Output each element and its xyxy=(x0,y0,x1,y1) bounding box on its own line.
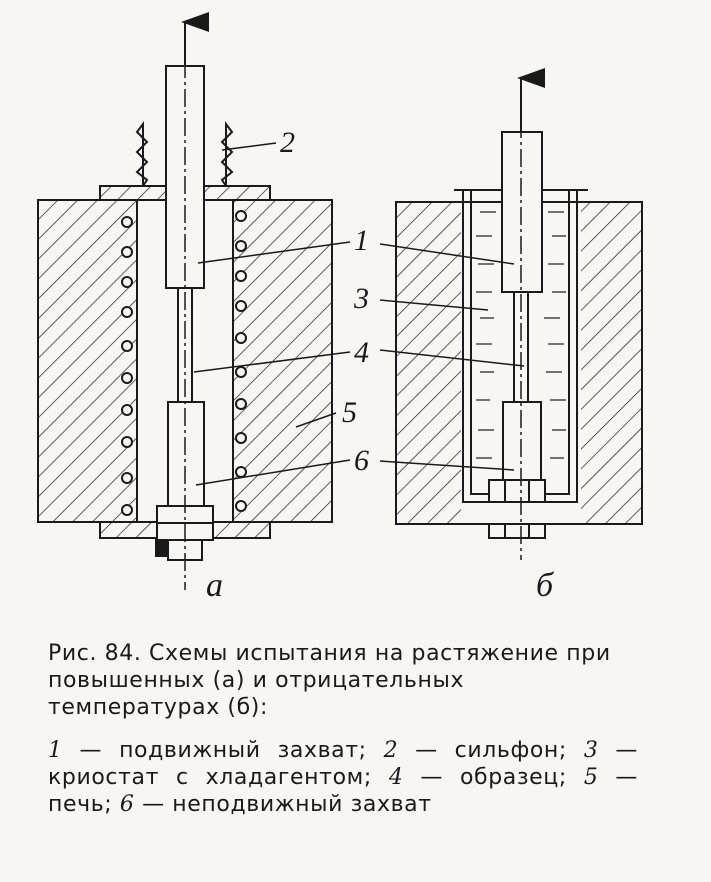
fixed-grip-6 xyxy=(167,401,205,507)
callout-6: 6 xyxy=(354,444,369,477)
callout-4: 4 xyxy=(354,336,369,369)
callout-2: 2 xyxy=(280,126,295,159)
legend-num: 6 xyxy=(119,792,135,817)
figure-caption: Рис. 84. Схемы испытания на растяже­ние … xyxy=(48,640,638,818)
sublabel-b: б xyxy=(536,567,555,604)
callout-3: 3 xyxy=(353,282,369,315)
legend-num: 5 xyxy=(583,765,599,790)
movable-grip-1-b xyxy=(501,131,543,293)
bellows-2 xyxy=(135,121,234,187)
legend-text: криостат с хладагентом; xyxy=(48,765,372,790)
callout-5: 5 xyxy=(342,396,357,429)
scheme-b xyxy=(379,68,643,560)
legend-text: сильфон; xyxy=(454,738,567,763)
legend-text: обра­зец; xyxy=(459,765,567,790)
legend-num: 1 xyxy=(48,738,63,763)
coolant xyxy=(476,211,566,459)
legend-text: подвижный захват; xyxy=(119,738,367,763)
tensile-test-diagram: 2 1 3 4 5 6 а б xyxy=(37,12,643,604)
legend-text: неподвижный за­хват xyxy=(172,792,432,817)
heating-coil xyxy=(121,210,247,516)
scheme-a xyxy=(37,12,351,590)
sublabel-a: а xyxy=(206,567,223,604)
caption-title: Рис. 84. Схемы испытания на растяже­ние … xyxy=(48,641,611,720)
legend-num: 3 xyxy=(583,738,599,763)
legend-num: 2 xyxy=(383,738,399,763)
callout-1: 1 xyxy=(354,224,369,257)
legend-num: 4 xyxy=(388,765,404,790)
legend-text: печь; xyxy=(48,792,113,817)
caption-legend: 1 — подвижный захват; 2 — сильфон; 3 — к… xyxy=(48,738,639,817)
